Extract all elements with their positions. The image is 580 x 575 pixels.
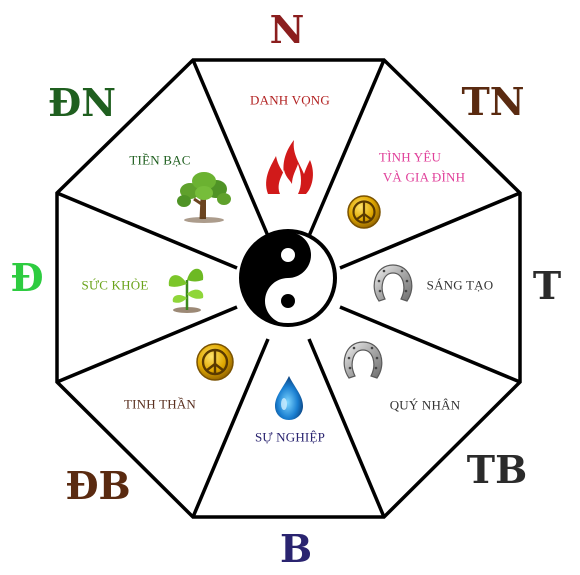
direction-dn-label: ĐN xyxy=(48,80,116,125)
direction-d-label: Đ xyxy=(10,255,44,300)
water-drop-icon xyxy=(275,376,303,420)
direction-db-label: ĐB xyxy=(65,463,131,508)
direction-t-label: T xyxy=(532,263,562,308)
fire-icon xyxy=(266,140,313,194)
sector-tinh-yeu-label-line1: TÌNH YÊU xyxy=(378,149,442,165)
peace-icon xyxy=(196,343,234,381)
direction-tn-label: TN xyxy=(461,79,525,124)
sector-danh-vong-label: DANH VỌNG xyxy=(250,92,330,108)
sprout-icon xyxy=(168,268,204,313)
horseshoe-icon xyxy=(343,341,383,379)
yin-yang-icon xyxy=(239,229,337,327)
sector-dividers xyxy=(56,59,521,518)
peace-icon xyxy=(347,195,381,229)
sector-su-nghiep-label: SỰ NGHIỆP xyxy=(254,429,326,445)
horseshoe-icon xyxy=(373,264,413,302)
sector-tien-bac-label: TIỀN BẠC xyxy=(129,152,191,168)
sector-sang-tao-label: SÁNG TẠO xyxy=(426,277,494,293)
sector-quy-nhan-label: QUÝ NHÂN xyxy=(389,397,461,413)
sector-suc-khoe-label: SỨC KHỎE xyxy=(81,277,149,293)
sector-tinh-than-label: TINH THẦN xyxy=(124,396,196,412)
direction-b-label: B xyxy=(279,526,313,571)
direction-n-label: N xyxy=(269,7,305,52)
direction-tb-label: TB xyxy=(466,447,528,492)
sector-tinh-yeu-label-line2: VÀ GIA ĐÌNH xyxy=(382,169,466,185)
tree-icon xyxy=(177,172,231,223)
